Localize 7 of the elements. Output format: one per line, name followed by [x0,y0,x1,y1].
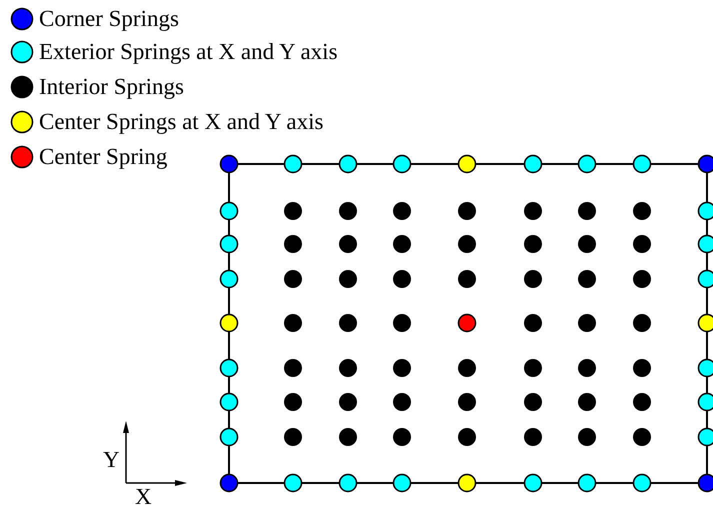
legend-label: Exterior Springs at X and Y axis [39,39,338,65]
axis-label: Y [103,448,120,472]
legend-label: Interior Springs [39,74,184,100]
legend-label: Center Spring [39,144,168,170]
legend-label: Corner Springs [39,6,179,32]
axis-label: X [135,485,152,508]
legend-label: Center Springs at X and Y axis [39,109,324,135]
